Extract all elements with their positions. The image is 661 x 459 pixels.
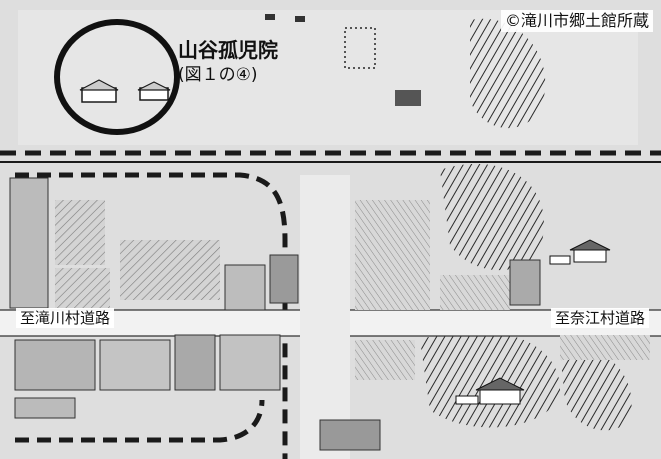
copyright-credit: ©滝川市郷土館所蔵 xyxy=(500,10,653,32)
railway-curve-lower xyxy=(15,399,265,443)
hill-lower-right xyxy=(560,348,632,431)
road-label-right: 至奈江村道路 xyxy=(550,308,649,328)
temple-lower xyxy=(455,377,525,405)
hill-lower xyxy=(420,330,560,428)
plot-upper-1 xyxy=(395,90,421,106)
figure-reference: (図１の④) xyxy=(178,65,258,85)
building-right xyxy=(509,259,541,306)
hill-upper xyxy=(470,18,546,129)
road-label-left: 至滝川村道路 xyxy=(16,308,115,328)
building-left-3 xyxy=(224,264,266,311)
temple-upper xyxy=(549,239,611,265)
hill-middle xyxy=(440,163,544,271)
orphanage-title: 山谷孤児院 xyxy=(178,38,278,62)
plot-upper-dotted xyxy=(344,27,376,69)
railway-curve xyxy=(15,172,288,459)
shop-block-1 xyxy=(14,339,96,391)
block-left-1 xyxy=(55,200,105,265)
block-mid xyxy=(355,200,430,310)
block-left-2 xyxy=(120,240,220,300)
brewery-building xyxy=(9,177,49,309)
highlight-circle xyxy=(54,19,180,135)
cross-street xyxy=(300,175,350,459)
